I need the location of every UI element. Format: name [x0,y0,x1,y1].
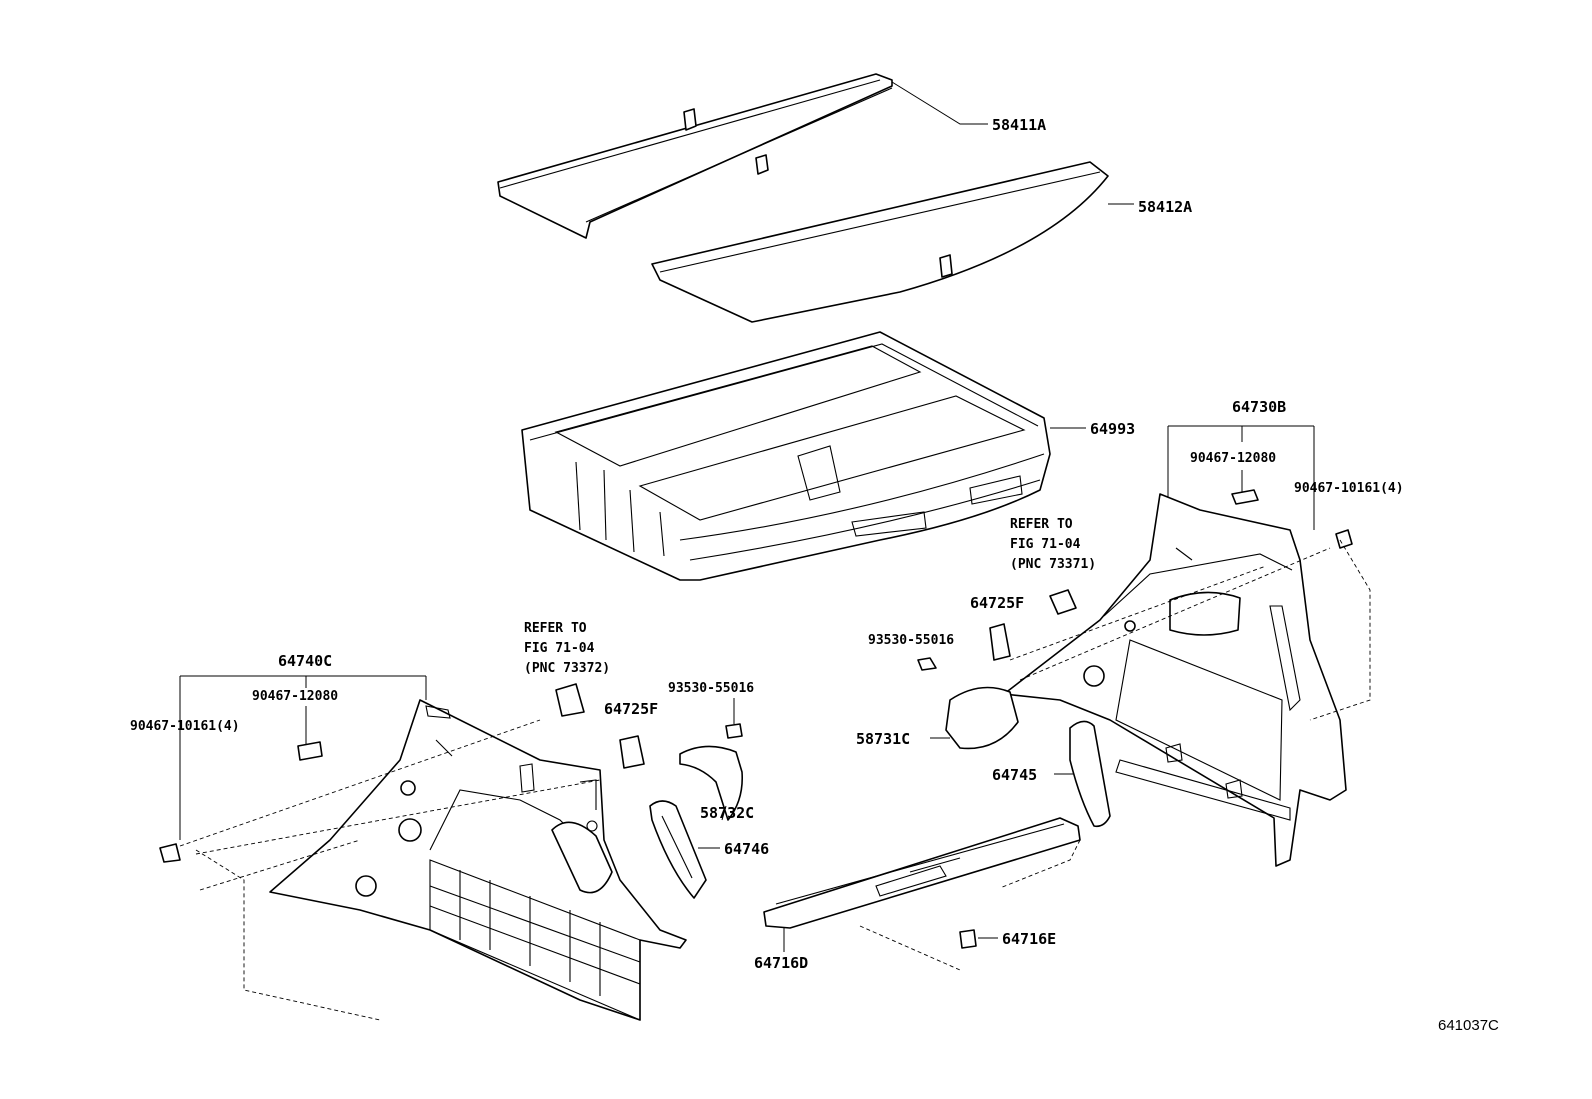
bracket-73371 [1049,589,1077,615]
label-64730B: 64730B [1232,398,1286,416]
label-58412A: 58412A [1138,198,1192,216]
refer-left-line2: FIG 71-04 [524,641,595,656]
figure-id: 641037C [1438,1017,1499,1034]
clip-64716E [959,929,977,949]
refer-right-line1: REFER TO [1010,517,1073,532]
board-58412A [651,161,1134,323]
screw-93530-right [917,657,937,671]
cover-58732C [679,745,744,821]
label-58731C: 58731C [856,730,910,748]
refer-left-line1: REFER TO [524,621,587,636]
bracket-73372 [555,683,585,717]
pad-64745 [1069,720,1111,828]
clip-64725F-left [619,735,645,769]
trim-panel-64740C [269,699,687,1021]
label-64745: 64745 [992,766,1037,784]
clip-90467-10161-left [159,843,181,863]
label-64725F-right: 64725F [970,594,1024,612]
label-93530-55016-left: 93530-55016 [668,681,754,696]
label-90467-10161-left: 90467-10161(4) [130,719,240,734]
label-58411A: 58411A [992,116,1046,134]
clip-64725F-right [989,623,1011,661]
label-90467-12080-left: 90467-12080 [252,689,338,704]
clip-90467-10161-right [1335,529,1353,549]
label-64993: 64993 [1090,420,1135,438]
label-64725F-left: 64725F [604,700,658,718]
refer-right-line3: (PNC 73371) [1010,557,1096,572]
clip-90467-12080-left [297,741,323,761]
trim-panel-64730B [1003,493,1347,867]
label-90467-10161-right: 90467-10161(4) [1294,481,1404,496]
label-64740C: 64740C [278,652,332,670]
screw-93530-left [725,723,743,739]
label-58732C: 58732C [700,804,754,822]
clip-90467-12080-right [1231,489,1259,505]
label-64746: 64746 [724,840,769,858]
label-64716E: 64716E [1002,930,1056,948]
label-93530-55016-right: 93530-55016 [868,633,954,648]
scuff-plate-64716D [763,817,1081,929]
cover-58731C [945,686,1019,750]
tray-64993 [521,331,1086,581]
label-90467-12080-right: 90467-12080 [1190,451,1276,466]
refer-right-line2: FIG 71-04 [1010,537,1081,552]
refer-left-line3: (PNC 73372) [524,661,610,676]
board-58411A [497,73,988,239]
label-64716D: 64716D [754,954,808,972]
